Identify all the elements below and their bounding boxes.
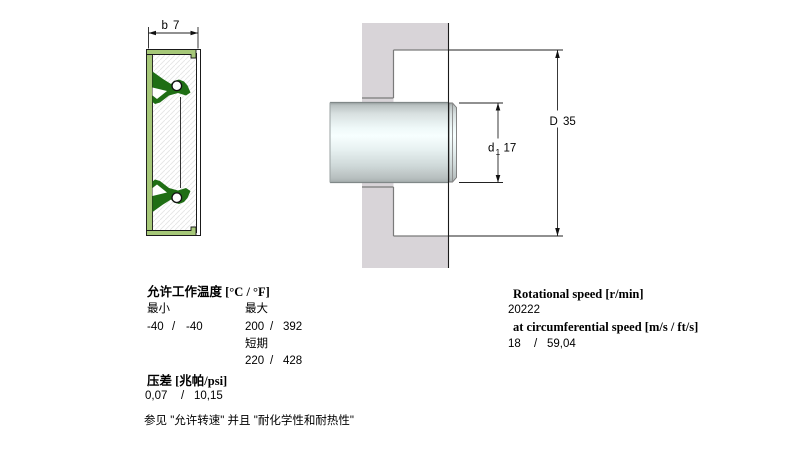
pressure-psi: 10,15	[194, 390, 223, 402]
temperature-max-celsius: 200	[245, 321, 265, 333]
dim-d1-symbol: d	[488, 143, 494, 155]
separator: /	[181, 390, 185, 402]
garter-spring-icon	[171, 80, 183, 92]
separator: /	[172, 321, 176, 333]
dim-d1-subscript: 1	[496, 147, 501, 157]
circumferential-speed-fts: 59,04	[547, 338, 576, 350]
seal-case	[146, 49, 197, 236]
arrowhead-left-icon	[148, 30, 156, 36]
dimension-b	[148, 27, 199, 49]
dimension-d1: d 1 17	[459, 102, 520, 183]
temperature-min-fahrenheit: -40	[186, 321, 203, 333]
pressure-mpa: 0,07	[145, 390, 168, 402]
mounting-cross-section	[329, 23, 457, 268]
temperature-min-label: 最小	[147, 303, 170, 315]
arrowhead-right-icon	[190, 30, 198, 36]
separator: /	[270, 355, 274, 367]
temperature-header: 允许工作温度 [°C / °F]	[147, 285, 270, 299]
dimension-D: D 35	[448, 49, 577, 237]
garter-spring-icon	[171, 192, 183, 204]
arrowhead-up-icon	[495, 103, 501, 111]
seal-cross-section: b 7	[146, 20, 201, 236]
dim-D-value: 35	[563, 116, 576, 128]
dim-b-value: 7	[173, 20, 179, 32]
temperature-short-celsius: 220	[245, 355, 265, 367]
rotational-speed-value: 20222	[508, 304, 540, 316]
dim-d1-value: 17	[504, 143, 517, 155]
shaft	[329, 101, 457, 184]
circumferential-speed-header: at circumferential speed [m/s / ft/s]	[513, 320, 699, 334]
dim-D-symbol: D	[550, 116, 558, 128]
separator: /	[270, 321, 274, 333]
temperature-short-term-label: 短期	[245, 338, 268, 350]
separator: /	[534, 338, 538, 350]
rotational-speed-header: Rotational speed [r/min]	[513, 287, 644, 301]
temperature-max-label: 最大	[245, 303, 268, 315]
seal-lip-top	[152, 71, 191, 104]
seal-lip-bottom	[152, 179, 191, 212]
arrowhead-up-icon	[555, 50, 560, 58]
temperature-short-fahrenheit: 428	[283, 355, 303, 367]
arrowhead-down-icon	[495, 175, 501, 183]
housing-bore-edges	[362, 49, 449, 237]
dim-b-symbol: b	[162, 20, 168, 32]
arrowhead-down-icon	[555, 228, 560, 236]
temperature-max-fahrenheit: 392	[283, 321, 303, 333]
circumferential-speed-ms: 18	[508, 338, 521, 350]
pressure-header: 压差 [兆帕/psi]	[147, 374, 228, 388]
temperature-min-celsius: -40	[147, 321, 164, 333]
see-also-note: 参见 "允许转速" 并且 "耐化学性和耐热性"	[144, 415, 354, 427]
